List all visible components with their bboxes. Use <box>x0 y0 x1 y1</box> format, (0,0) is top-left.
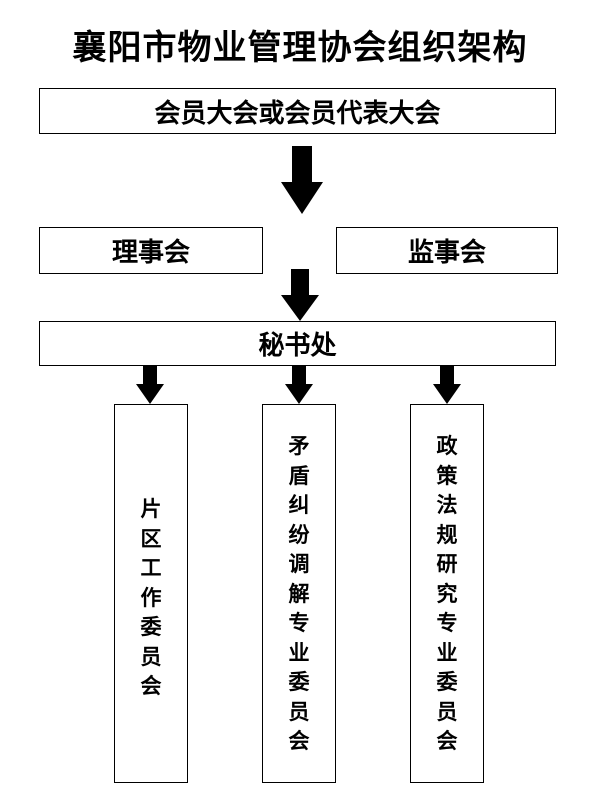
district-work-committee-box: 片 区 工 作 委 员 会 <box>114 404 188 783</box>
arrow-down-icon <box>136 366 164 404</box>
supervisory-board-box: 监事会 <box>336 227 558 274</box>
secretariat-box: 秘书处 <box>39 321 556 366</box>
arrow-down-icon <box>285 366 313 404</box>
committee-label: 片 区 工 作 委 员 会 <box>140 497 162 698</box>
committee-label: 矛 盾 纠 纷 调 解 专 业 委 员 会 <box>288 434 310 753</box>
arrow-down-icon <box>281 269 319 321</box>
arrow-down-icon <box>433 366 461 404</box>
supervisory-board-label: 监事会 <box>407 238 486 268</box>
page-title: 襄阳市物业管理协会组织架构 <box>72 28 528 68</box>
dispute-mediation-committee-box: 矛 盾 纠 纷 调 解 专 业 委 员 会 <box>262 404 336 783</box>
secretariat-label: 秘书处 <box>258 331 337 361</box>
council-box: 理事会 <box>39 227 263 274</box>
general-assembly-box: 会员大会或会员代表大会 <box>39 88 556 134</box>
arrow-down-icon <box>281 146 323 214</box>
policy-research-committee-box: 政 策 法 规 研 究 专 业 委 员 会 <box>410 404 484 783</box>
general-assembly-label: 会员大会或会员代表大会 <box>154 98 441 129</box>
committee-label: 政 策 法 规 研 究 专 业 委 员 会 <box>436 434 458 753</box>
council-label: 理事会 <box>111 238 190 268</box>
